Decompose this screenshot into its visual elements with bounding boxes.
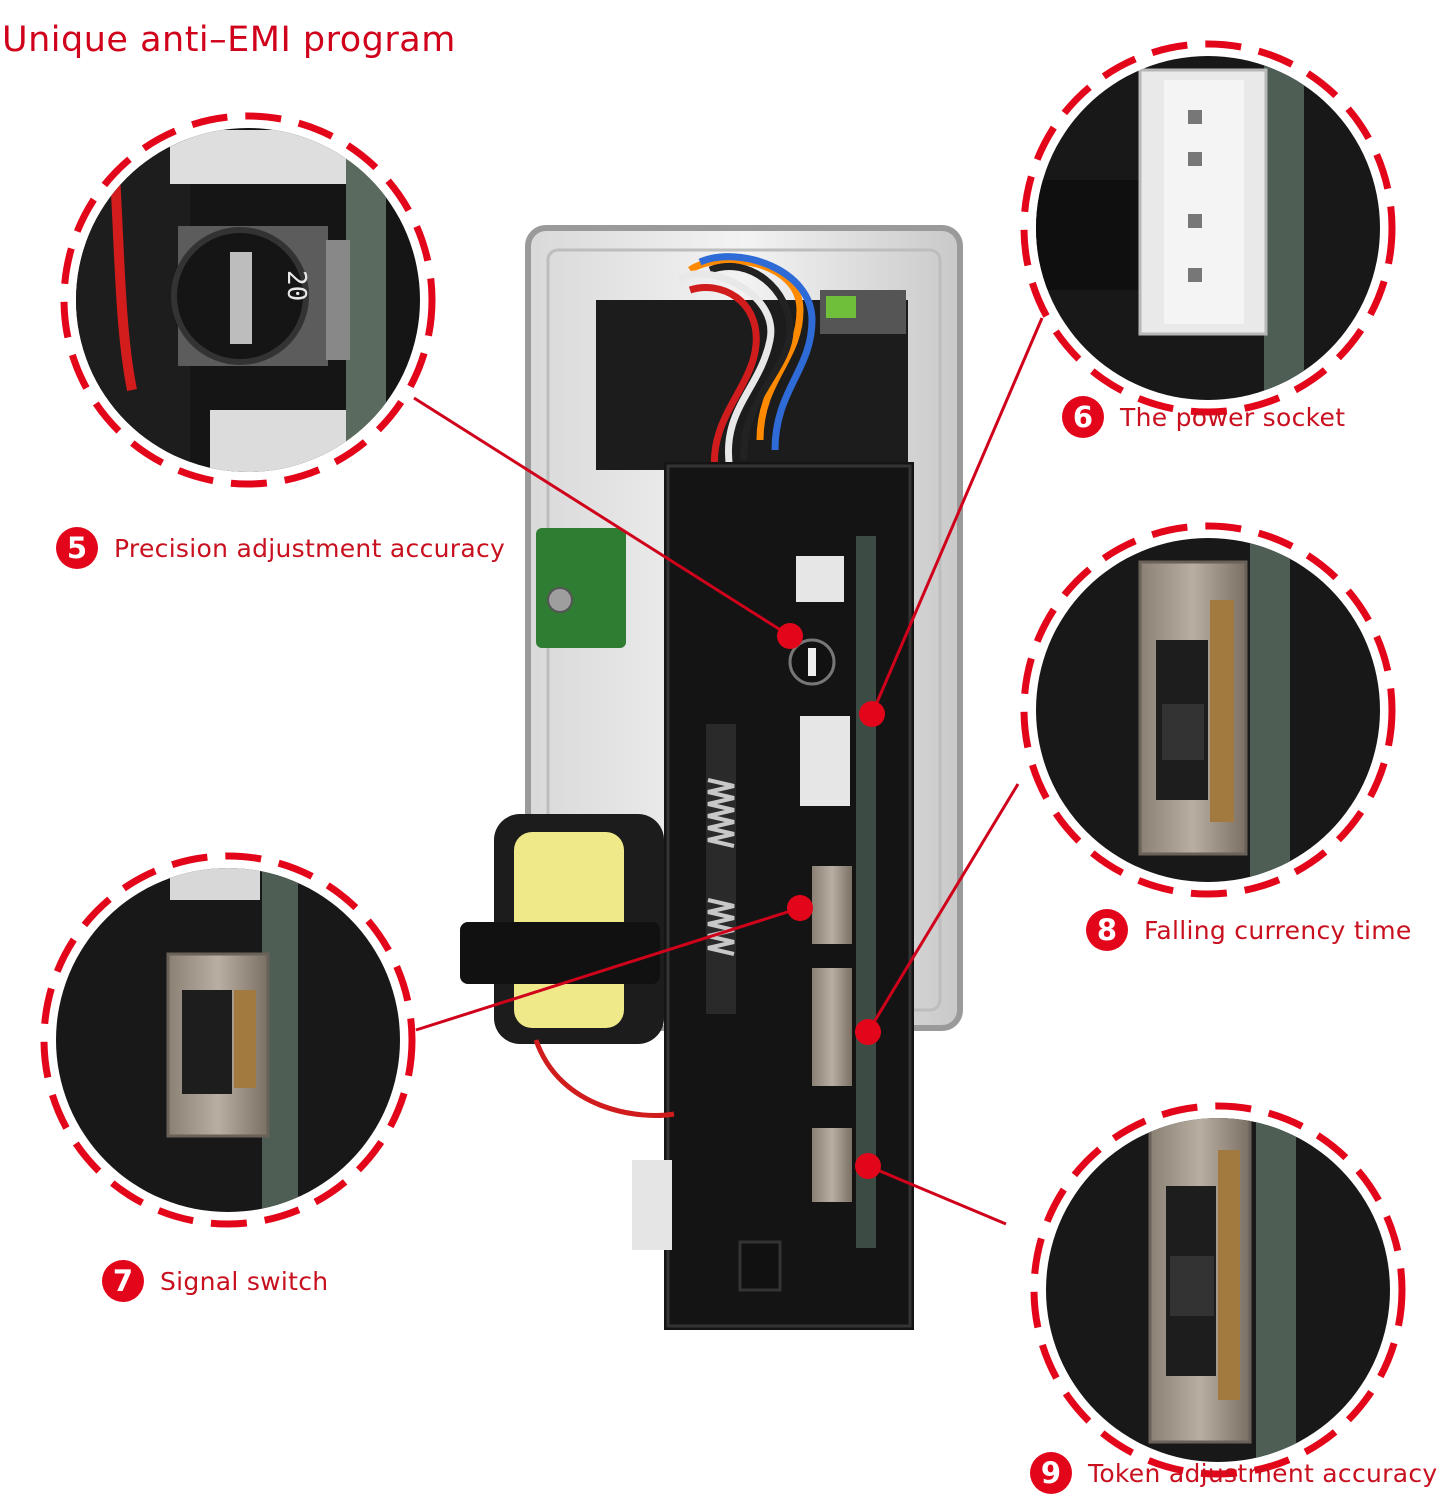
callout-label-9: Token adjustment accuracy (1088, 1458, 1438, 1488)
leader-line-7 (415, 906, 801, 1032)
target-dot-9 (855, 1153, 881, 1179)
zoom-token-switch (1046, 1118, 1390, 1462)
coin-acceptor-device (460, 225, 963, 1330)
callout-number-6: 6 (1062, 396, 1104, 438)
zoom-ring-9 (1030, 1102, 1406, 1478)
callout-number-5: 5 (56, 527, 98, 569)
callout-number-7: 7 (102, 1260, 144, 1302)
callout-5: 5 Precision adjustment accuracy (56, 527, 505, 569)
dial-marking: 20 (281, 270, 311, 301)
leader-line-5 (413, 396, 791, 638)
zoom-ring-5 (60, 112, 436, 488)
zoom-ring-7 (40, 852, 416, 1228)
leader-line-8 (866, 783, 1020, 1033)
callout-label-5: Precision adjustment accuracy (114, 533, 506, 563)
leader-line-6 (870, 317, 1044, 715)
callout-6: 6 The power socket (1062, 396, 1345, 438)
callout-number-8: 8 (1086, 909, 1128, 951)
callout-8: 8 Falling currency time (1086, 909, 1412, 951)
target-dot-8 (855, 1019, 881, 1045)
callout-label-7: Signal switch (160, 1266, 329, 1296)
target-dot-7 (787, 895, 813, 921)
callout-9: 9 Token adjustment accuracy (1030, 1452, 1438, 1494)
zoom-power-socket (1036, 56, 1380, 400)
zoom-falling-time-switch (1036, 538, 1380, 882)
zoom-ring-6 (1020, 40, 1396, 416)
target-dot-6 (859, 701, 885, 727)
callout-7: 7 Signal switch (102, 1260, 328, 1302)
page-title: Unique anti–EMI program (2, 20, 456, 60)
leader-line-9 (867, 1164, 1007, 1226)
zoom-ring-8 (1020, 522, 1396, 898)
target-dot-5 (777, 623, 803, 649)
callout-number-9: 9 (1030, 1452, 1072, 1494)
callout-label-8: Falling currency time (1144, 915, 1412, 945)
zoom-dial: 20 (76, 128, 420, 472)
zoom-signal-switch (56, 868, 400, 1212)
callout-label-6: The power socket (1120, 402, 1346, 432)
